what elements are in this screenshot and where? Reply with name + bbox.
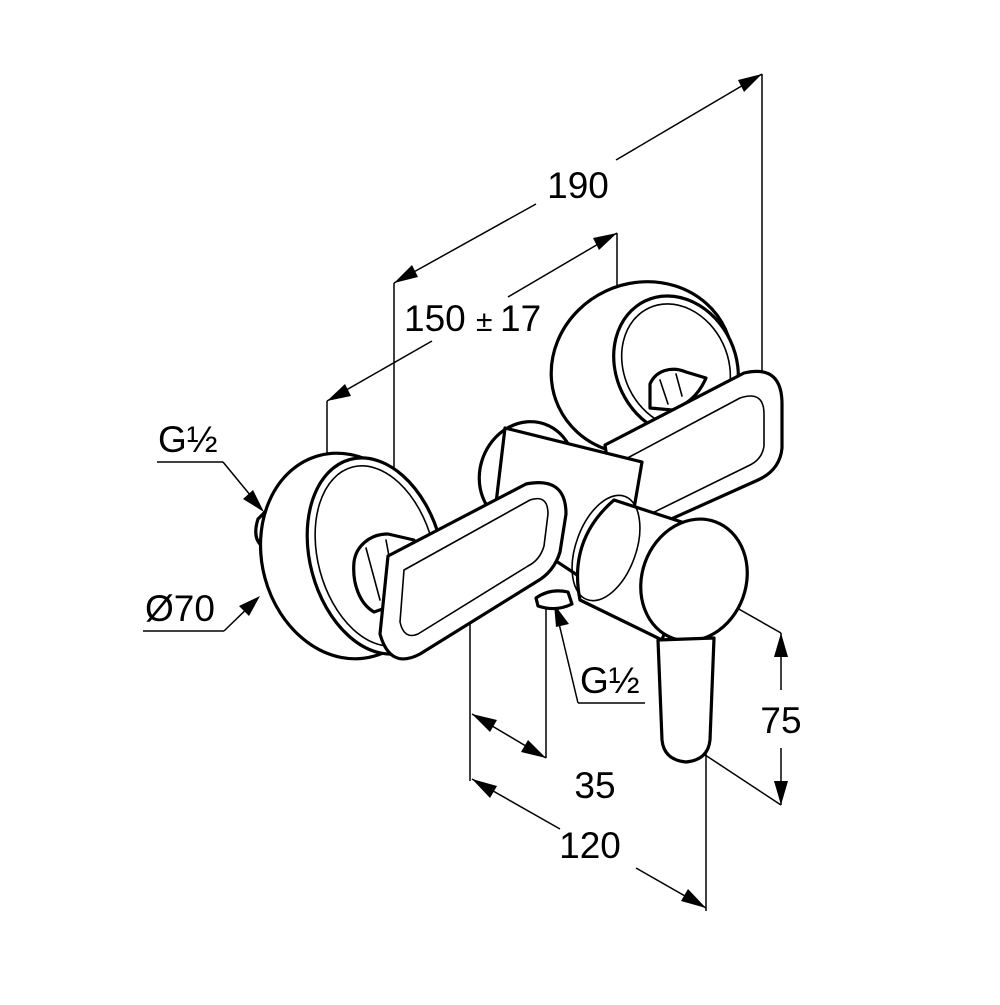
lever-handle (656, 636, 716, 764)
outlet-stub (534, 589, 574, 611)
arrow-190-right (738, 74, 762, 92)
arrow-75-bottom (774, 781, 788, 805)
right-eccentric-arm (603, 369, 784, 544)
label-tolerance-sign: ± (476, 305, 492, 338)
arrow-75-top (774, 633, 788, 657)
arrow-inlet (243, 490, 264, 512)
arrow-120-left (472, 779, 497, 798)
arrow-190-left (394, 265, 418, 283)
label-outlet-offset: 35 (574, 765, 615, 806)
dimline-190-b (615, 73, 763, 161)
label-inlet-thread: G½ (158, 419, 218, 460)
label-overall-length: 190 (547, 165, 609, 206)
dimension-labels: 190 150 ± 17 G½ Ø70 G½ 35 120 75 (145, 165, 802, 866)
label-rosette-diameter: Ø70 (145, 588, 215, 629)
arrow-120-right (681, 889, 706, 908)
label-tolerance-value: 17 (500, 298, 541, 339)
arrow-150-right (593, 233, 617, 250)
dimline-190-a (393, 203, 537, 284)
label-outlet-thread: G½ (580, 660, 640, 701)
dimension-lines (143, 73, 788, 911)
arrow-35-left (472, 714, 497, 732)
handle-cylinder (571, 494, 749, 643)
arrow-35-right (521, 740, 546, 758)
label-connection-spacing: 150 (404, 298, 466, 339)
left-eccentric-arm (378, 481, 568, 661)
arrow-150-left (327, 384, 351, 401)
mixer-illustration (254, 280, 784, 764)
label-projection: 120 (559, 825, 621, 866)
arrow-diameter (239, 596, 260, 616)
leader-outlet (555, 610, 579, 704)
label-outlet-height: 75 (760, 700, 801, 741)
